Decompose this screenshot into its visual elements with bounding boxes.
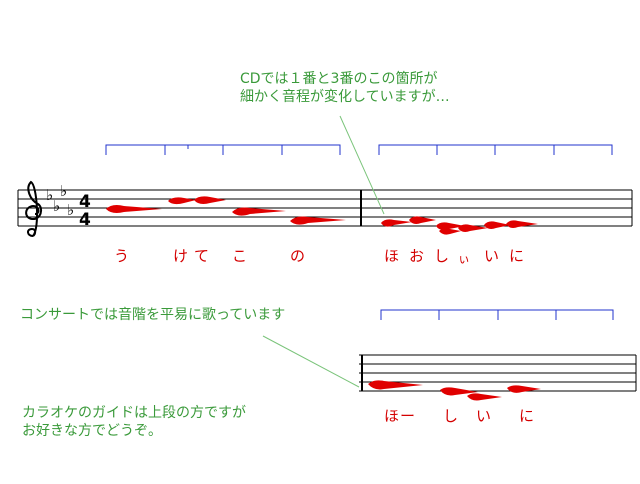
lyric-syllable: ほ [384, 247, 400, 265]
lyric-syllable: う [114, 247, 130, 265]
lyric-syllable: ー [400, 407, 416, 425]
pitch-mark [232, 207, 286, 216]
lyric-syllable: し [434, 247, 450, 265]
top-note-leader-line [339, 115, 385, 215]
flat-icon: ♭ [46, 186, 53, 204]
time-signature-bottom: 4 [79, 210, 91, 230]
concert-note-leader-line [262, 335, 360, 388]
pitch-mark [290, 216, 346, 225]
pitch-mark [507, 385, 541, 393]
pitch-mark [106, 205, 162, 213]
concert-note: コンサートでは音階を平易に歌っています [20, 307, 286, 323]
pitch-mark [440, 387, 478, 396]
top-beat-brackets-measure-1 [105, 144, 341, 155]
top-pitch-marks [106, 196, 538, 235]
time-signature-top: 4 [79, 192, 91, 212]
lyric-syllable: ぃ [458, 252, 471, 266]
flat-icon: ♭ [53, 197, 60, 215]
lyric-syllable: い [476, 407, 492, 425]
pitch-mark [467, 393, 502, 401]
top-staff: ♭ ♭ ♭ ♭ 4 4 [17, 144, 633, 237]
pitch-mark [381, 219, 412, 227]
lyric-syllable: て [194, 247, 210, 265]
bottom-staff [359, 309, 637, 401]
lyric-syllable: い [484, 247, 500, 265]
pitch-mark [368, 380, 423, 390]
pitch-mark [458, 224, 488, 232]
pitch-mark [409, 216, 436, 224]
key-signature-flats: ♭ ♭ ♭ ♭ [46, 182, 74, 219]
lyric-syllable: ほ [384, 407, 400, 425]
pitch-mark [439, 228, 461, 235]
lyric-syllable: け [173, 247, 189, 265]
lyric-syllable: お [409, 247, 425, 265]
karaoke-note-line-1: カラオケのガイドは上段の方ですが [22, 405, 246, 421]
pitch-mark [506, 220, 538, 228]
top-note-line-1: CDでは１番と3番のこの箇所が [240, 71, 438, 87]
bottom-pitch-marks [368, 380, 541, 401]
bottom-beat-brackets [380, 309, 614, 320]
lyric-syllable: こ [232, 247, 248, 265]
lyric-syllable: に [509, 247, 525, 265]
karaoke-note-line-2: お好きな方でどうぞ。 [22, 423, 162, 439]
lyric-syllable: の [290, 247, 306, 265]
pitch-mark [436, 222, 465, 230]
top-note-line-2: 細かく音程が変化していますが… [240, 89, 450, 105]
flat-icon: ♭ [67, 201, 74, 219]
lyric-syllable: に [519, 407, 535, 425]
flat-icon: ♭ [60, 182, 67, 200]
pitch-mark [484, 221, 510, 229]
lyric-syllable: し [443, 407, 459, 425]
bottom-staff-lines [359, 354, 636, 392]
top-beat-brackets-measure-2 [378, 144, 613, 155]
pitch-mark [194, 196, 226, 204]
pitch-mark [168, 197, 196, 205]
treble-clef-icon [25, 180, 43, 237]
